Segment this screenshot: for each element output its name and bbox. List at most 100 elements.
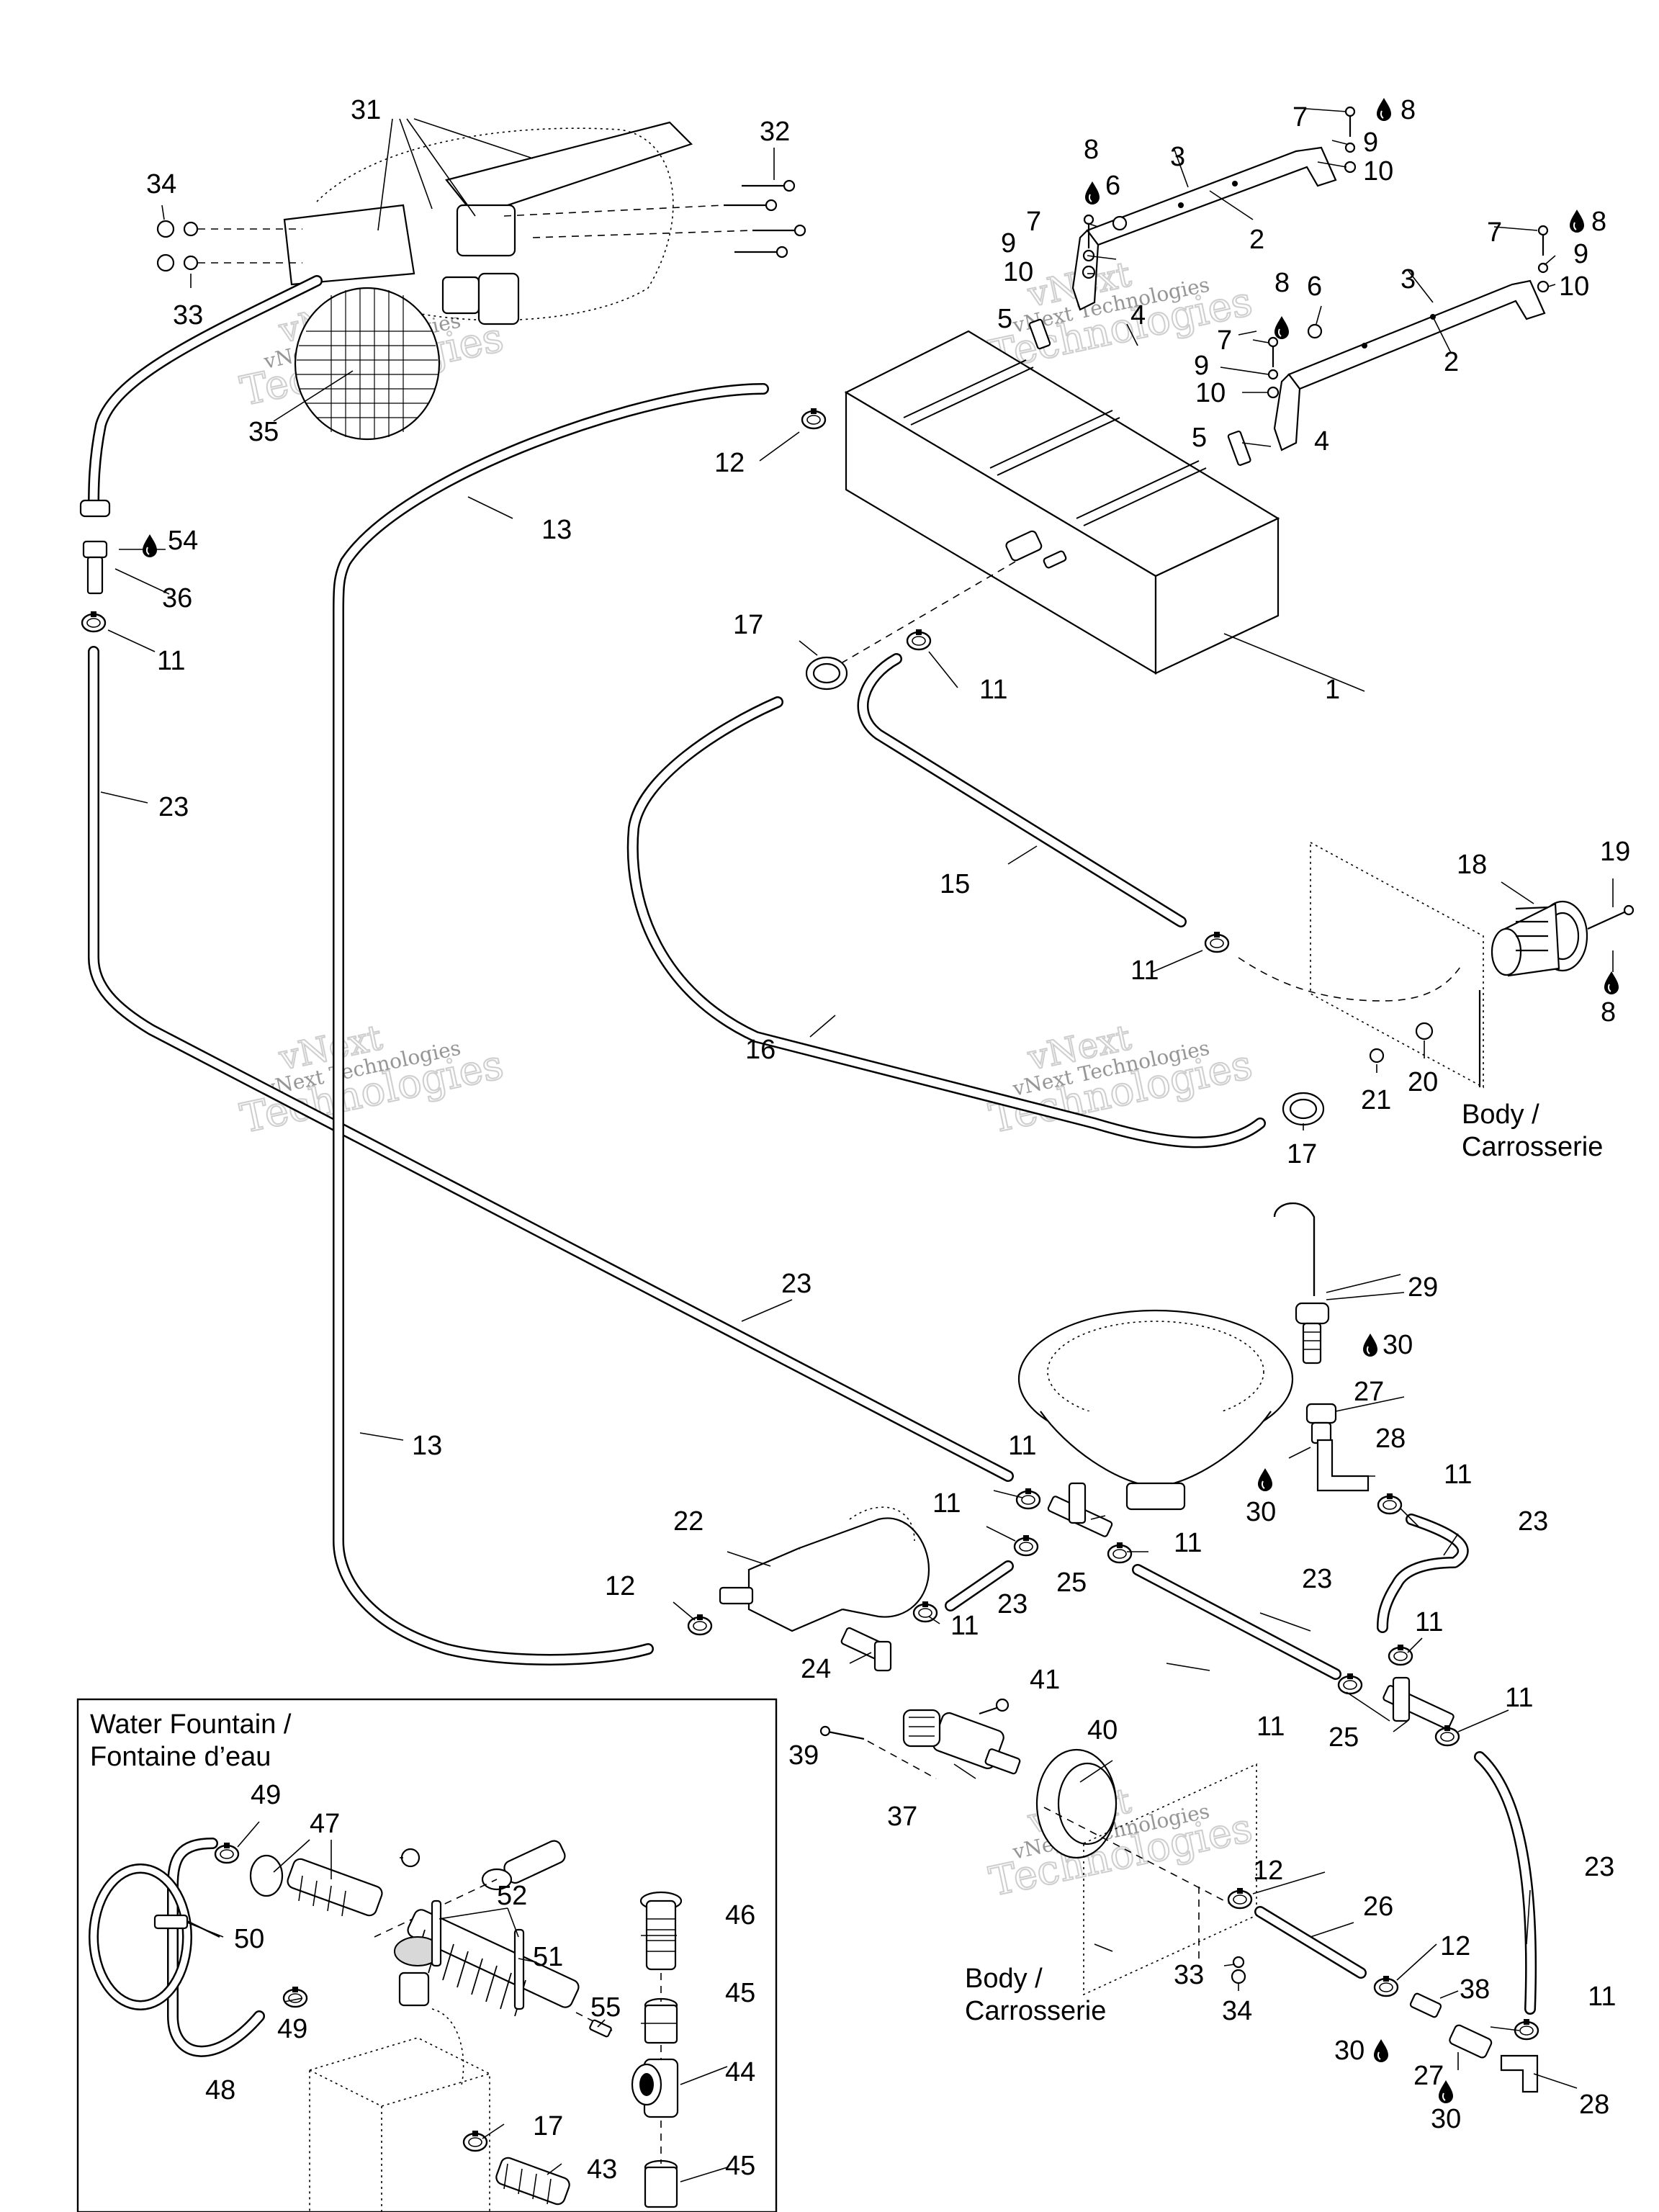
callout-7: 7 [1487,217,1502,248]
hose-23-left [88,646,1014,1482]
tank-strap-lower [1273,279,1546,451]
fountain-bowl [1017,1309,1294,1511]
callout-33: 33 [1174,1960,1204,1990]
pump-22 [719,1506,930,1632]
callout-11: 11 [1174,1528,1202,1558]
callout-12: 12 [1253,1856,1283,1886]
hose-23-right [1474,1751,1537,2015]
hose-23-short [945,1560,1014,1611]
callout-7: 7 [1217,325,1232,356]
filler-neck [445,121,693,217]
clamp-11-lower-tee [1337,1672,1363,1695]
callout-44: 44 [725,2057,755,2087]
callout-11: 11 [1444,1460,1472,1490]
hose-26 [1254,1906,1367,1979]
callout-23: 23 [1518,1506,1548,1537]
hose-23-mid [1132,1564,1341,1680]
clamp-11-tank [906,628,932,651]
callout-55: 55 [590,1992,621,2023]
callout-46: 46 [725,1900,755,1930]
callout-3: 3 [1170,142,1185,172]
callout-23: 23 [781,1269,811,1299]
callout-8: 8 [1601,997,1616,1028]
filler-flap [477,272,520,325]
callout-11: 11 [1008,1431,1036,1461]
callout-49: 49 [251,1780,281,1810]
callout-12: 12 [714,448,745,478]
callout-11: 11 [932,1488,961,1519]
callout-8: 8 [1084,135,1099,165]
inset-title-line1: Water Fountain / [90,1709,292,1740]
body-label-bottom-line2: Carrosserie [965,1996,1106,2026]
screw-group-32 [503,179,806,258]
callout-11: 11 [1256,1712,1285,1742]
callout-37: 37 [887,1802,917,1832]
callout-30: 30 [1382,1330,1413,1360]
callout-3: 3 [1401,264,1416,295]
clamp-11-inlet [1204,930,1230,953]
clamp-11-lower-right [1434,1724,1460,1747]
callout-13: 13 [541,515,572,545]
inset-title-line2: Fontaine d’eau [90,1742,271,1772]
body-label-bottom-line1: Body / [965,1964,1043,1994]
callout-45: 45 [725,1978,755,2008]
callout-15: 15 [940,869,970,899]
callout-20: 20 [1408,1067,1438,1097]
callout-23: 23 [158,792,189,822]
callout-9: 9 [1573,239,1588,269]
callout-24: 24 [801,1654,831,1684]
callout-17: 17 [533,2111,563,2141]
callout-8: 8 [1274,268,1290,298]
clamp-12-top [801,407,827,430]
callout-16: 16 [745,1035,775,1065]
clamp-11-elbow [1377,1492,1403,1515]
callout-40: 40 [1087,1715,1118,1745]
callout-10: 10 [1559,271,1589,302]
callout-12: 12 [1440,1931,1470,1961]
filler-hose-23 [79,275,323,518]
nut-washer-group [156,220,302,272]
filler-grid-hatch [297,288,438,439]
callout-23: 23 [997,1589,1028,1619]
callout-38: 38 [1460,1974,1490,2005]
clamp-11-pump [912,1600,938,1623]
hose-13 [333,383,769,1665]
inset-hose-43 [495,2157,570,2206]
callout-30: 30 [1246,1497,1276,1527]
callout-52: 52 [497,1881,527,1911]
callout-8: 8 [1591,207,1606,237]
callout-34: 34 [1222,1996,1252,2026]
tee-25-lower [1382,1676,1455,1730]
screw-39 [819,1725,937,1779]
hose-end-fitting [79,499,111,518]
callout-5: 5 [1192,423,1207,453]
callout-29: 29 [1408,1272,1438,1303]
fitting-36 [82,540,108,595]
clamp-17-top [805,656,848,691]
callout-10: 10 [1363,156,1393,186]
screw-41 [979,1698,1010,1715]
fitting-24 [840,1627,892,1672]
callout-9: 9 [1194,351,1209,381]
callout-35: 35 [248,417,279,447]
elbow-28-bottom [1500,2054,1539,2093]
callout-17: 17 [1287,1139,1317,1169]
fitting-27-bottom [1449,2024,1493,2059]
filler-cap [441,276,480,315]
callout-11: 11 [1130,956,1159,986]
clamp-11-tee-c [1013,1534,1039,1557]
inset-spring-assembly [394,1899,613,2038]
washer-33-bottom [1232,1956,1245,1969]
callout-25: 25 [1056,1568,1087,1598]
callout-30: 30 [1334,2036,1364,2066]
callout-51: 51 [533,1942,563,1972]
inset-nozzle-47 [249,1854,383,1917]
inset-tee-44 [631,2058,679,2118]
callout-7: 7 [1292,102,1308,132]
inset-tank [309,2008,490,2212]
inset-sleeve-45-top [644,1997,678,2044]
callout-31: 31 [351,95,381,125]
escutcheon-40 [1035,1748,1118,1859]
inset-sleeve-45-bottom [644,2159,678,2208]
strap-hardware [1028,106,1550,466]
